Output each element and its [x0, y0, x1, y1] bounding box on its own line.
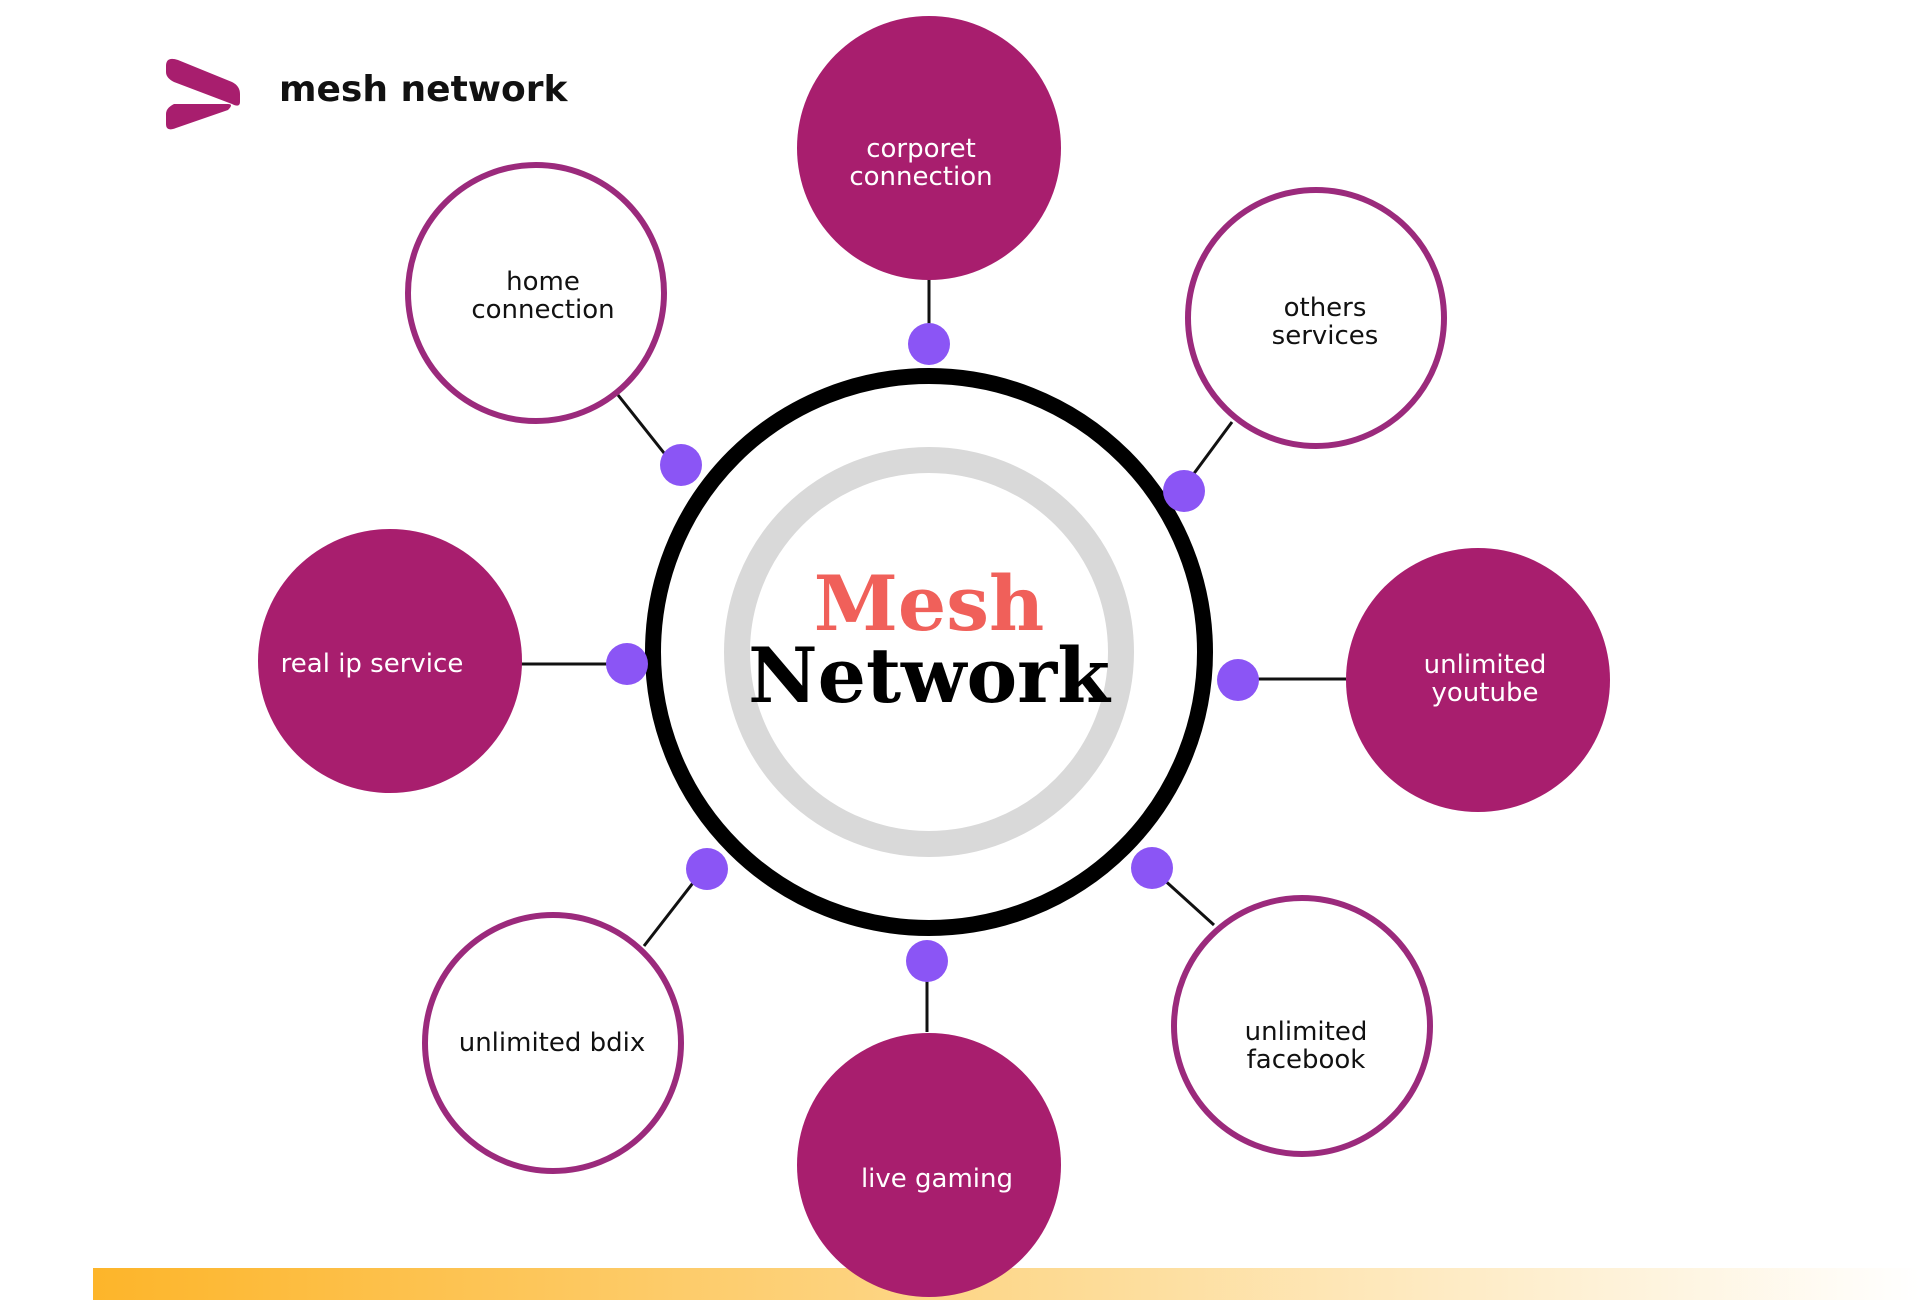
connector-line-home	[616, 394, 670, 459]
connector-dot-home	[660, 444, 702, 486]
connector-dot-facebook	[1131, 847, 1173, 889]
hub-title-network: Network	[748, 631, 1111, 720]
node-circle	[797, 16, 1061, 280]
node-label-line1: unlimited	[1245, 1017, 1368, 1047]
connector-dot-real-ip	[606, 643, 648, 685]
play-arrow-logo-icon	[166, 58, 240, 130]
node-circle	[1171, 895, 1433, 1157]
node-label-line1: corporet	[866, 134, 976, 164]
node-circle	[1346, 548, 1610, 812]
node-unlimited-facebook: unlimited facebook	[1171, 895, 1433, 1157]
node-live-gaming: live gaming	[797, 1033, 1061, 1297]
node-label-line2: services	[1272, 321, 1379, 351]
node-circle	[422, 912, 684, 1174]
node-label-line2: connection	[849, 162, 992, 192]
node-others-services: others services	[1185, 187, 1447, 449]
node-real-ip-service: real ip service	[258, 529, 522, 793]
node-label-line1: unlimited bdix	[459, 1028, 646, 1058]
node-label-line1: home	[506, 267, 580, 297]
brand-name: mesh network	[279, 69, 569, 110]
central-hub: Mesh Network	[645, 368, 1213, 936]
node-home-connection: home connection	[405, 162, 667, 424]
node-label-line2: youtube	[1432, 678, 1539, 708]
bottom-gradient-band	[93, 1268, 1920, 1300]
node-label-line2: connection	[471, 295, 614, 325]
node-label-line1: real ip service	[281, 649, 464, 679]
hub-title-mesh: Mesh	[814, 559, 1045, 648]
node-circle	[258, 529, 522, 793]
node-corporet-connection: corporet connection	[797, 16, 1061, 280]
node-circle	[1185, 187, 1447, 449]
connector-dot-youtube	[1217, 659, 1259, 701]
node-unlimited-youtube: unlimited youtube	[1346, 548, 1610, 812]
hub-inner-ring	[724, 447, 1134, 857]
node-label-line2: facebook	[1247, 1045, 1366, 1075]
node-label-line1: others	[1284, 293, 1367, 323]
connector-dot-others	[1163, 470, 1205, 512]
connector-dot-bdix	[686, 848, 728, 890]
node-label-line1: unlimited	[1424, 650, 1547, 680]
connector-dots	[606, 323, 1259, 982]
brand-logo: mesh network	[166, 58, 569, 130]
connector-dot-gaming	[906, 940, 948, 982]
node-circle	[797, 1033, 1061, 1297]
node-circle	[405, 162, 667, 424]
connector-dot-corporet	[908, 323, 950, 365]
node-label-line1: live gaming	[861, 1164, 1013, 1194]
node-unlimited-bdix: unlimited bdix	[422, 912, 684, 1174]
